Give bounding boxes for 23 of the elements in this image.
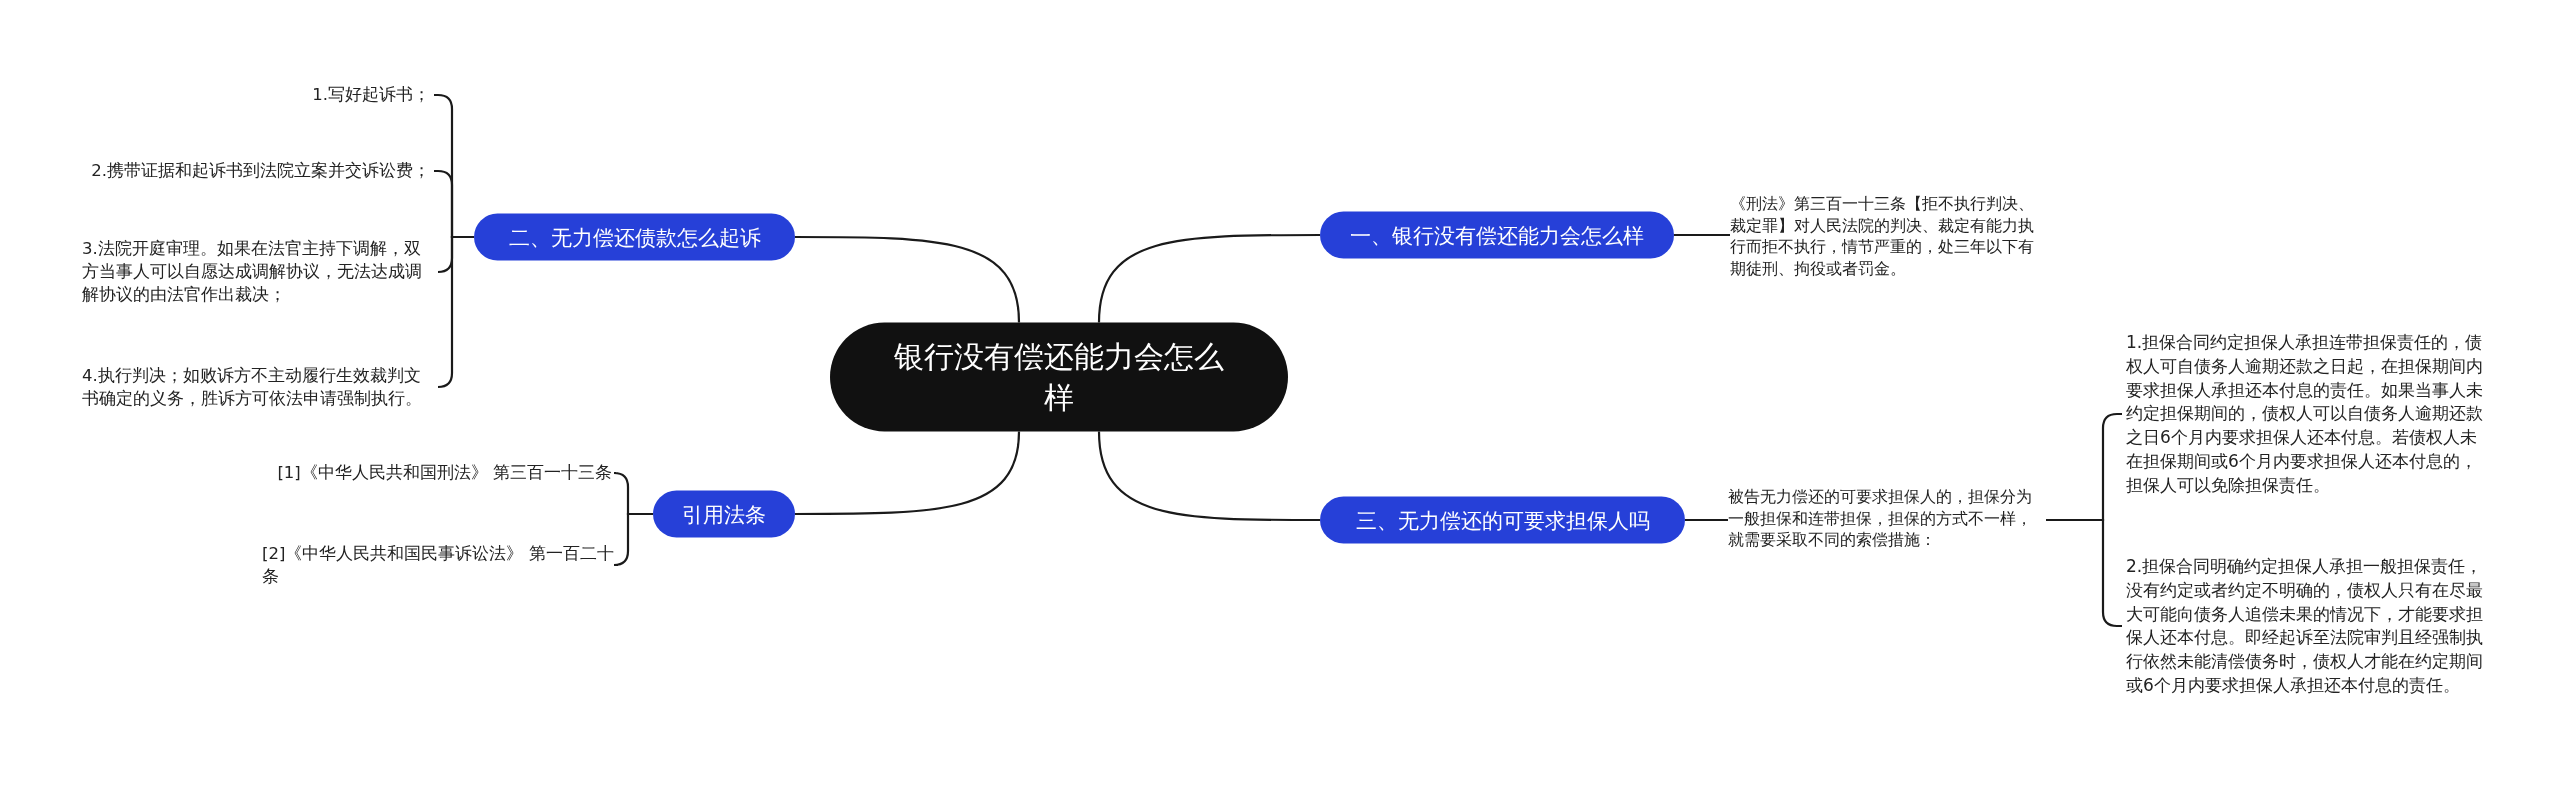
branch-topic: 三、无力偿还的可要求担保人吗 <box>1320 496 1685 544</box>
branch-topic: 引用法条 <box>653 490 795 538</box>
note-text: 被告无力偿还的可要求担保人的，担保分为一般担保和连带担保，担保的方式不一样，就需要采取不同的索偿措施： <box>1728 485 2046 555</box>
connector-line <box>1097 233 1320 323</box>
note-text: 《刑法》第三百一十三条【拒不执行判决、裁定罪】对人民法院的判决、裁定有能力执行而拒不执行，情节严重的，处三年以下有期徒刑、拘役或者罚金。 <box>1730 191 2048 283</box>
connector-line <box>1097 431 1320 522</box>
connector-line <box>436 235 474 389</box>
note-text: 2.携带证据和起诉书到法院立案并交诉讼费； <box>91 157 430 185</box>
note-text: 2.担保合同明确约定担保人承担一般担保责任，没有约定或者约定不明确的，债权人只有在尽最大可能向债务人追偿未果的情况下，才能要求担保人还本付息。即经起诉至法院审判且经强制执行依然未能清偿债务时，债权人才能在约定期间或6个月内要求担保人承担还本付息的责任。 <box>2126 552 2486 700</box>
connector-line <box>1674 233 1730 237</box>
note-text: 4.执行判决；如败诉方不主动履行生效裁判文书确定的义务，胜诉方可依法申请强制执行。 <box>82 361 434 413</box>
connector-line <box>612 512 653 567</box>
connector-line <box>1685 518 1728 522</box>
connector-line <box>795 431 1021 516</box>
note-text: [2]《中华人民共和国民事诉讼法》 第一百二十条 <box>262 539 614 591</box>
note-text: 1.写好起诉书； <box>312 81 430 109</box>
central-topic: 银行没有偿还能力会怎么样 <box>830 322 1288 432</box>
note-text: 3.法院开庭审理。如果在法官主持下调解，双方当事人可以自愿达成调解协议，无法达成调解协议的由法官作出裁决； <box>82 235 434 309</box>
note-text: [1]《中华人民共和国刑法》 第三百一十三条 <box>277 459 612 487</box>
branch-topic: 二、无力偿还债款怎么起诉 <box>474 213 795 261</box>
branch-topic: 一、银行没有偿还能力会怎么样 <box>1320 211 1674 259</box>
note-text: 1.担保合同约定担保人承担连带担保责任的，债权人可自债务人逾期还款之日起，在担保期间内要求担保人承担还本付息的责任。如果当事人未约定担保期间的，债权人可以自债务人逾期还款之日6个月内要求担保人还本付息。若债权人未在担保期间或6个月内要求担保人还本付息的，担保人可以免除担保责任。 <box>2126 328 2486 500</box>
connector-line <box>795 235 1021 323</box>
